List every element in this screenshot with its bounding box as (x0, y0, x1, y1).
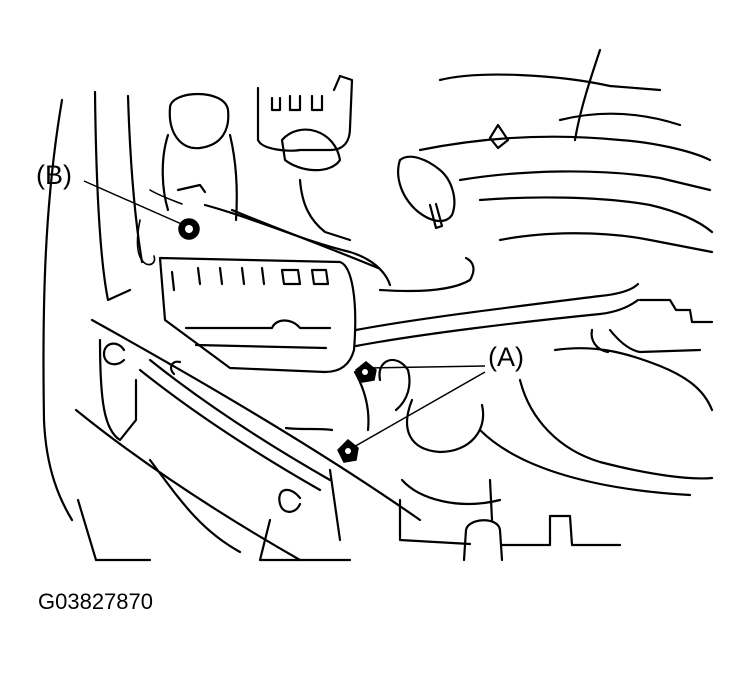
lower-hose (354, 282, 640, 332)
fuse-box (158, 256, 357, 374)
left-inner-panel (93, 90, 132, 302)
bolt-b (178, 218, 200, 240)
air-intake-connector (256, 74, 354, 152)
callout-a-label: (A) (488, 342, 524, 372)
callout-b-label: (B) (36, 160, 72, 190)
upper-hose (203, 203, 392, 287)
nut-a-lower (337, 438, 359, 463)
leader-a-lower (351, 371, 486, 449)
lower-bracket (462, 519, 504, 562)
leader-a-upper (367, 365, 486, 369)
figure-id: G03827870 (38, 589, 153, 614)
nut-a-upper (355, 361, 377, 383)
leader-b (83, 180, 187, 227)
left-fender-outline (42, 98, 74, 522)
engine-bay-illustration (42, 48, 714, 562)
intake-manifold (438, 73, 662, 92)
radiator-support (90, 318, 422, 522)
throttle-body (378, 358, 411, 412)
washer-reservoir (168, 92, 230, 150)
